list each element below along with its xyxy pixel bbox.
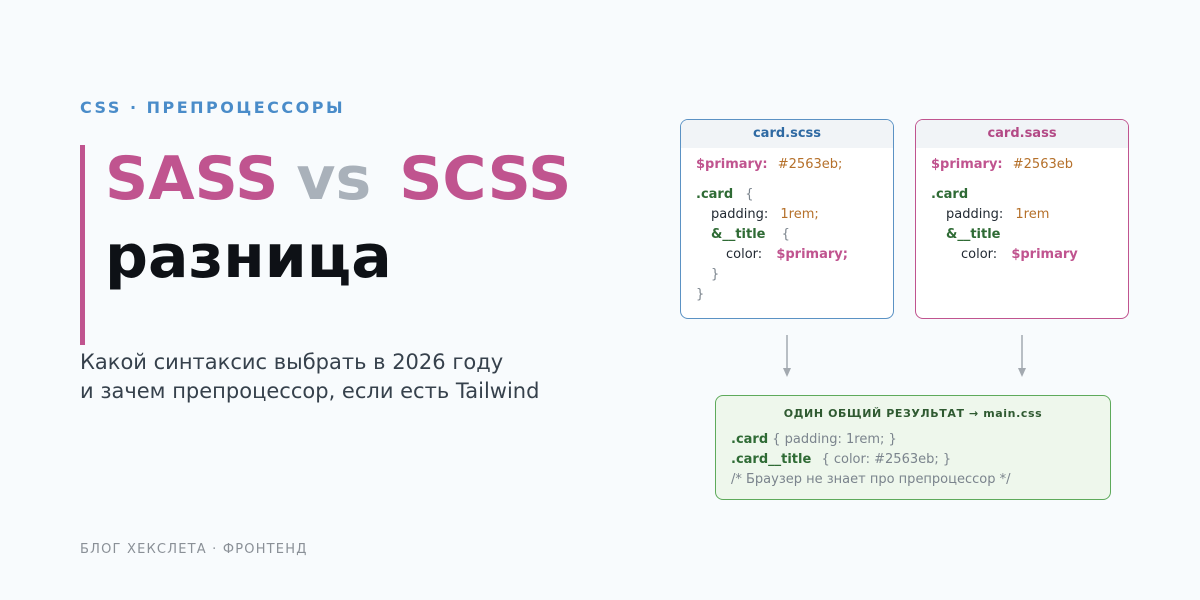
code-line: .card (931, 185, 968, 205)
result-line: .card { padding: 1rem; } (731, 430, 897, 450)
nested-close-brace: } (711, 267, 720, 282)
code-line: } (711, 265, 719, 285)
val-padding: 1rem; (780, 207, 819, 222)
nested-selector: &__title (946, 227, 1001, 242)
title-sass: SASS (105, 144, 279, 214)
var-value: #2563eb; (777, 157, 843, 172)
arrow-down-icon (1018, 335, 1026, 377)
result-rule: { padding: 1rem; } (772, 432, 897, 447)
code-line: &__title (946, 225, 1001, 245)
code-line: padding: 1rem (946, 205, 1049, 225)
code-line: padding: 1rem; (711, 205, 819, 225)
close-brace: } (696, 287, 705, 302)
val-color: $primary (1011, 247, 1078, 262)
code-line: color: $primary; (726, 245, 848, 265)
scss-card-filename: card.scss (681, 120, 893, 148)
sass-code-card: card.sass $primary: #2563eb .card paddin… (915, 119, 1129, 319)
result-comment: /* Браузер не знает про препроцессор */ (731, 470, 1011, 490)
nested-selector: &__title (711, 227, 766, 242)
subtitle: Какой синтаксис выбрать в 2026 году и за… (80, 348, 539, 406)
title-vs: vs (296, 144, 372, 214)
result-box: ОДИН ОБЩИЙ РЕЗУЛЬТАТ → main.css .card { … (715, 395, 1111, 500)
subtitle-line-2: и зачем препроцессор, если есть Tailwind (80, 379, 540, 403)
prop-color: color: (726, 247, 763, 262)
kicker-label: CSS · ПРЕПРОЦЕССОРЫ (80, 98, 346, 117)
code-line: color: $primary (961, 245, 1078, 265)
title-scss: SCSS (399, 144, 572, 214)
code-line: .card { (696, 185, 754, 205)
result-rule: { color: #2563eb; } (821, 452, 952, 467)
var-value: #2563eb (1012, 157, 1073, 172)
prop-padding: padding: (946, 207, 1004, 222)
selector: .card (931, 187, 969, 202)
prop-padding: padding: (711, 207, 769, 222)
result-selector: .card (731, 432, 769, 447)
open-brace: { (745, 187, 754, 202)
sass-card-filename: card.sass (916, 120, 1128, 148)
result-selector: .card__title (731, 452, 812, 467)
code-line: } (696, 285, 704, 305)
result-line: .card__title { color: #2563eb; } (731, 450, 951, 470)
nested-open-brace: { (781, 227, 790, 242)
val-color: $primary; (776, 247, 848, 262)
code-line: $primary: #2563eb; (696, 155, 842, 175)
var-name: $primary: (696, 157, 768, 172)
arrow-down-icon (783, 335, 791, 377)
result-comment-text: /* Браузер не знает про препроцессор */ (731, 472, 1011, 487)
var-name: $primary: (931, 157, 1003, 172)
scss-code-card: card.scss $primary: #2563eb; .card { pad… (680, 119, 894, 319)
footer-label: БЛОГ ХЕКСЛЕТА · ФРОНТЕНД (80, 542, 308, 557)
subtitle-line-1: Какой синтаксис выбрать в 2026 году (80, 350, 504, 374)
code-line: &__title { (711, 225, 790, 245)
val-padding: 1rem (1015, 207, 1050, 222)
code-line: $primary: #2563eb (931, 155, 1073, 175)
accent-bar (80, 145, 85, 345)
prop-color: color: (961, 247, 998, 262)
page-title-line2: разница (105, 222, 392, 292)
result-title: ОДИН ОБЩИЙ РЕЗУЛЬТАТ → main.css (783, 407, 1043, 420)
selector: .card (696, 187, 734, 202)
